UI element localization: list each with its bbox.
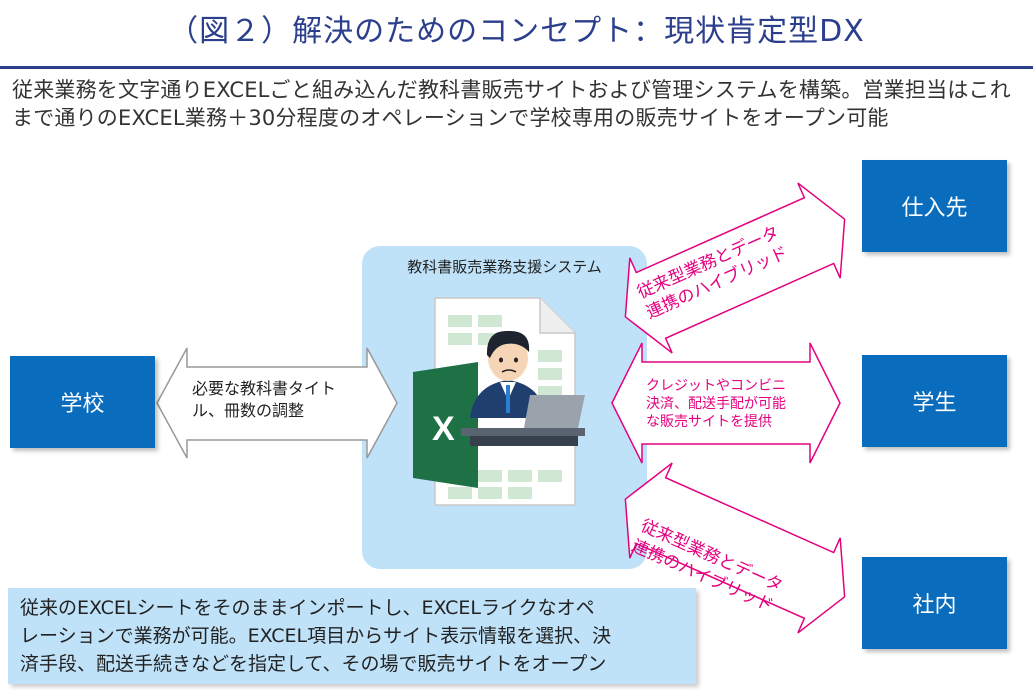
- page-title: （図２）解決のためのコンセプト：現状肯定型DX: [168, 14, 865, 49]
- student-arrow-label: クレジットやコンビニ 決済、配送手配が可能 な販売サイトを提供: [646, 378, 786, 430]
- node-supplier: 仕入先: [862, 160, 1007, 252]
- system-panel: 教科書販売業務支援システム: [362, 246, 647, 569]
- school-arrow-label: 必要な教科書タイト ル、冊数の調整: [192, 379, 337, 420]
- student-double-arrow: [611, 342, 841, 464]
- description-note: 従来のEXCELシートをそのままインポートし、EXCELライクなオペ レーション…: [8, 588, 696, 684]
- internal-double-arrow: [624, 462, 846, 634]
- intro-text: 従来業務を文字通りEXCELごと組み込んだ教科書販売サイトおよび管理システムを構…: [12, 78, 1011, 130]
- title-divider: [0, 66, 1033, 69]
- person-at-laptop-icon: [461, 330, 585, 446]
- node-student: 学生: [862, 355, 1007, 447]
- system-title: 教科書販売業務支援システム: [407, 258, 602, 276]
- node-school: 学校: [10, 356, 155, 448]
- supplier-double-arrow: [624, 182, 846, 354]
- node-internal: 社内: [862, 557, 1007, 649]
- school-double-arrow: [156, 347, 398, 459]
- svg-text:X: X: [432, 410, 455, 448]
